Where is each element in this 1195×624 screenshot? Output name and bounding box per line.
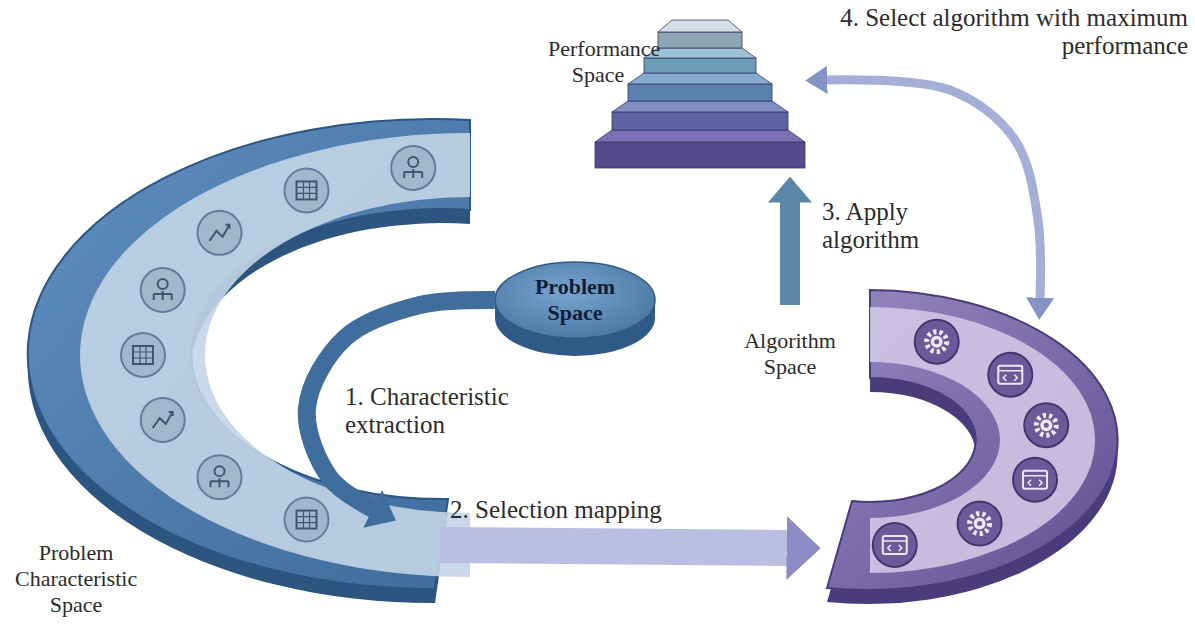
- disc-top: [495, 262, 655, 338]
- algorithm-icon: [958, 502, 1002, 546]
- space-heading: Problem Characteristic Space: [15, 540, 137, 618]
- icon-glyph: [158, 279, 168, 289]
- band-panel: [80, 133, 470, 577]
- feature-icon: [141, 398, 185, 442]
- algorithm-icon: [915, 320, 959, 364]
- gear-glyph: [934, 339, 939, 344]
- icon-disc: [198, 455, 242, 499]
- gear-glyph: [974, 518, 986, 530]
- space-heading: Performance Space: [548, 36, 648, 88]
- icon-glyph: [404, 169, 422, 178]
- icon-glyph: [133, 346, 153, 364]
- algorithm-space-band: Algorithm Space: [740, 240, 1125, 595]
- band-face: [28, 119, 470, 589]
- feature-icon: [198, 455, 242, 499]
- icon-disc: [1024, 403, 1068, 447]
- pyramid-tier: [644, 58, 756, 73]
- icon-disc: [988, 353, 1032, 397]
- flow-arrow: [825, 80, 1041, 300]
- icon-glyph: [215, 466, 225, 476]
- algorithm-icon: [988, 353, 1032, 397]
- space-heading: Algorithm Space: [740, 328, 840, 380]
- gear-glyph: [1040, 419, 1052, 431]
- pyramid-tier: [628, 84, 772, 101]
- icon-glyph: [297, 181, 317, 199]
- icon-disc: [285, 498, 329, 542]
- icon-glyph: [211, 478, 229, 487]
- feature-icon: [285, 168, 329, 212]
- pyramid-tier: [628, 73, 772, 84]
- gear-glyph: [977, 521, 982, 526]
- pyramid-tier: [595, 130, 805, 142]
- window-glyph: [883, 536, 907, 554]
- node-title: Problem Space: [520, 274, 630, 326]
- feature-icon: [141, 268, 185, 312]
- algorithm-icon: [1013, 458, 1057, 502]
- step-label: 2. Selection mapping: [450, 496, 750, 524]
- flow-arrow: [440, 545, 790, 548]
- window-glyph: [1023, 476, 1047, 486]
- window-glyph: [883, 541, 907, 551]
- icon-glyph: [297, 511, 317, 529]
- algorithm-icon: [1024, 403, 1068, 447]
- window-glyph: [1023, 471, 1047, 489]
- icon-glyph: [154, 291, 172, 300]
- icon-disc: [873, 523, 917, 567]
- icon-glyph: [153, 412, 173, 428]
- step-label: 3. Apply algorithm: [822, 198, 944, 254]
- icon-disc: [285, 168, 329, 212]
- problem-space-disc: Problem Space: [495, 262, 655, 338]
- icon-glyph: [297, 511, 317, 529]
- feature-icon: [391, 146, 435, 190]
- icon-disc: [1013, 458, 1057, 502]
- icon-disc: [958, 502, 1002, 546]
- feature-icon: [285, 498, 329, 542]
- icon-glyph: [297, 181, 317, 199]
- window-glyph: [998, 371, 1022, 381]
- gear-glyph: [931, 336, 943, 348]
- icon-disc: [141, 398, 185, 442]
- step-label: 4. Select algorithm with maximum perform…: [812, 4, 1188, 60]
- icon-glyph: [133, 346, 153, 364]
- algorithm-icon: [873, 523, 917, 567]
- gear-glyph: [927, 332, 947, 352]
- pyramid-tier: [595, 142, 805, 168]
- feature-icon: [121, 333, 165, 377]
- icon-glyph: [408, 157, 418, 167]
- pyramid-tier: [658, 32, 742, 48]
- pyramid-tier: [612, 101, 788, 112]
- icon-disc: [121, 333, 165, 377]
- pyramid-tier: [612, 112, 788, 130]
- window-glyph: [998, 366, 1022, 384]
- band-panel: [870, 307, 1095, 573]
- icon-disc: [391, 146, 435, 190]
- icon-disc: [915, 320, 959, 364]
- gear-glyph: [1044, 423, 1049, 428]
- icon-disc: [141, 268, 185, 312]
- pyramid-tier: [658, 20, 742, 32]
- gear-glyph: [1036, 415, 1056, 435]
- characteristic-space-band: Problem Characteristic Space: [15, 110, 485, 622]
- icon-disc: [198, 211, 242, 255]
- flow-arrow: [780, 200, 800, 305]
- feature-icon: [198, 211, 242, 255]
- band-face: [827, 290, 1118, 590]
- pyramid-tier: [644, 48, 756, 58]
- step-label: 1. Characteristic extraction: [345, 383, 577, 439]
- icon-glyph: [210, 225, 230, 241]
- gear-glyph: [970, 514, 990, 534]
- performance-space-pyramid: Performance Space: [548, 15, 810, 175]
